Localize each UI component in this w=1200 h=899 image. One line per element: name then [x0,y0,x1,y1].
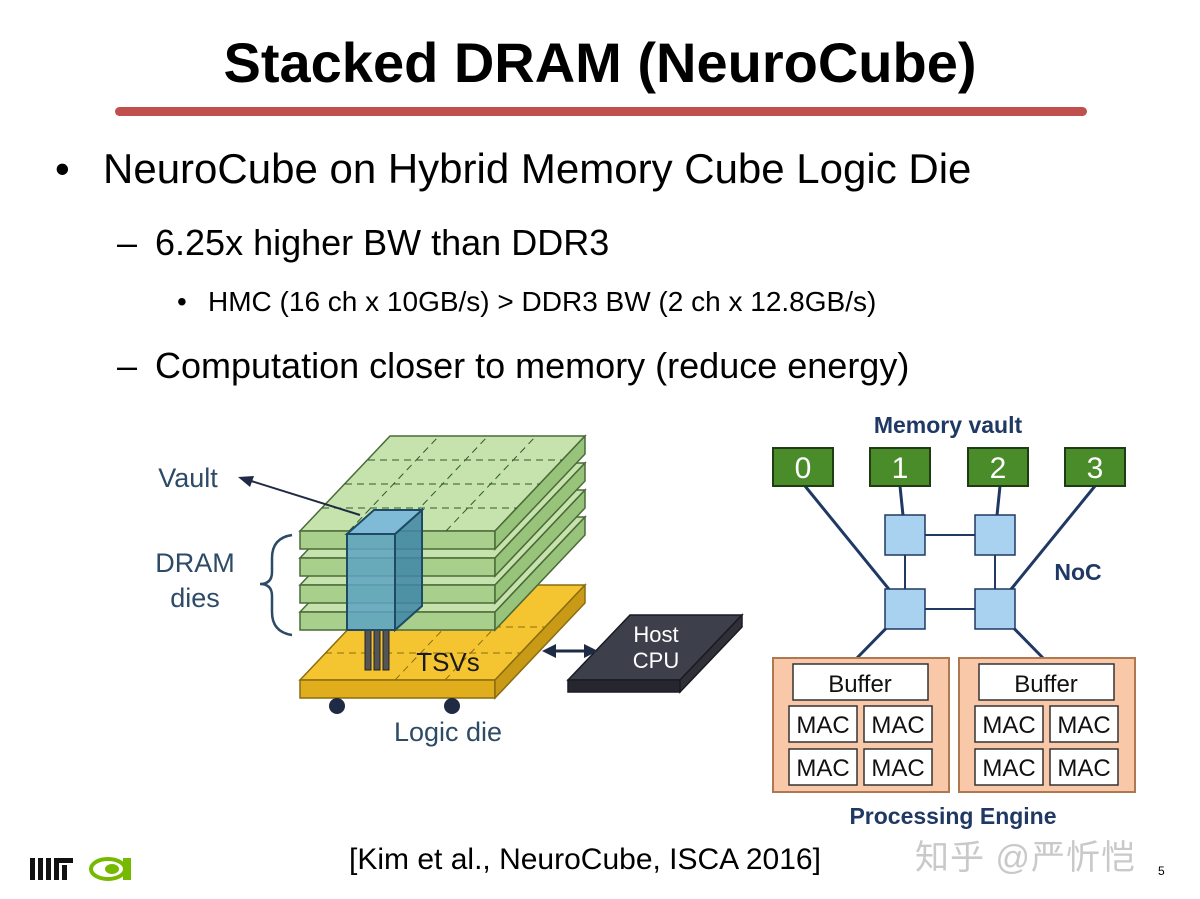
mit-logo [30,858,73,880]
vault-number: 2 [990,452,1007,485]
host-cpu-chip [566,613,744,694]
tsv-label: TSVs [416,647,480,677]
logos [30,857,131,881]
mac-label: MAC [796,755,849,782]
vault-number: 1 [892,452,909,485]
cpu-label: CPU [633,648,679,673]
mac-label: MAC [1057,712,1110,739]
bullet-level3: • HMC (16 ch x 10GB/s) > DDR3 BW (2 ch x … [177,286,876,318]
vault-arrow [238,476,361,516]
citation: [Kim et al., NeuroCube, ISCA 2016] [349,843,821,876]
bullet-marker: • [55,145,70,192]
bullet-marker: • [177,286,187,317]
noc-links [803,485,1097,662]
buffer-label: Buffer [1014,671,1078,698]
dram-brace [259,533,293,637]
bullet-marker: – [117,222,138,263]
dies-label: dies [170,583,220,613]
bullet-text: HMC (16 ch x 10GB/s) > DDR3 BW (2 ch x 1… [208,286,877,317]
mac-label: MAC [871,755,924,782]
logic-die-label: Logic die [394,717,502,747]
title-rule [115,107,1087,116]
mac-label: MAC [982,712,1035,739]
bullet-text: 6.25x higher BW than DDR3 [155,222,610,263]
mac-label: MAC [1057,755,1110,782]
host-link-arrow [542,644,598,658]
buffer-label: Buffer [828,671,892,698]
mac-label: MAC [871,712,924,739]
bullet-level2: –Computation closer to memory (reduce en… [117,345,909,387]
host-label: Host [633,622,678,647]
nvidia-logo [89,857,131,881]
vault-label: Vault [158,463,218,493]
processing-engine-label: Processing Engine [849,803,1056,829]
mac-label: MAC [982,755,1035,782]
bullet-level2: –6.25x higher BW than DDR3 [117,222,609,264]
bullet-level1: • NeuroCube on Hybrid Memory Cube Logic D… [55,145,971,193]
bullet-text: NeuroCube on Hybrid Memory Cube Logic Di… [103,145,972,192]
processing-engine: Buffer MAC MAC MAC MAC [772,657,950,793]
noc-label: NoC [1054,559,1101,585]
vault-number: 0 [795,452,812,485]
dram-label: DRAM [155,548,235,578]
mac-label: MAC [796,712,849,739]
bullet-text: Computation closer to memory (reduce ene… [155,345,910,386]
memory-vault-label: Memory vault [874,412,1023,438]
noc-routers [884,514,1016,630]
slide-title: Stacked DRAM (NeuroCube) [223,31,977,94]
bullet-marker: – [117,345,138,386]
vault-number: 3 [1087,452,1104,485]
page-number: 5 [1158,864,1165,878]
vault-column [344,507,425,633]
watermark: 知乎 @严忻恺 [915,839,1136,877]
vault-boxes: 0 1 2 3 [772,447,1126,487]
processing-engine: Buffer MAC MAC MAC MAC [958,657,1136,793]
